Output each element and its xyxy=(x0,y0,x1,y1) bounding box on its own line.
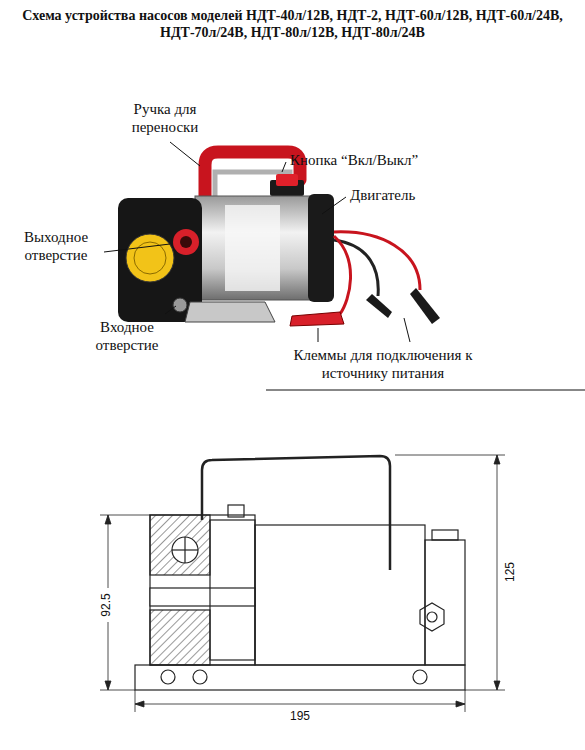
rear-cap xyxy=(308,194,334,302)
inlet-port xyxy=(173,298,187,312)
red-cable-2 xyxy=(334,236,351,314)
red-clamp xyxy=(290,312,344,326)
head-section-2 xyxy=(150,610,210,665)
handle-outline xyxy=(202,456,390,570)
motor-body xyxy=(195,196,315,300)
part-label: Выходное отверстие xyxy=(10,228,102,264)
motor-outline xyxy=(255,525,425,665)
terminal-nut xyxy=(420,603,444,631)
part-label: Ручка для переноски xyxy=(110,100,220,136)
head-plate xyxy=(126,234,174,282)
part-label: Входное отверстие xyxy=(72,318,182,354)
dimension-lines xyxy=(100,455,505,712)
part-label: Клеммы для подключения к источнику питан… xyxy=(268,346,498,382)
motor-sticker xyxy=(225,205,280,291)
mount-bracket xyxy=(185,302,275,322)
black-cable xyxy=(334,240,378,296)
port-circle xyxy=(172,537,198,563)
dimension-value: 195 xyxy=(288,709,312,723)
base-plate xyxy=(135,665,465,690)
head-section xyxy=(150,515,210,575)
pump-photo xyxy=(118,152,440,326)
head-outline xyxy=(150,515,255,665)
dimension-value: 92.5 xyxy=(99,591,113,618)
technical-drawing xyxy=(135,456,465,690)
bearing-housing xyxy=(210,520,255,660)
part-label: Двигатель xyxy=(350,186,415,204)
black-clamp-2 xyxy=(410,288,440,324)
part-label: Кнопка “Вкл/Выкл” xyxy=(290,151,418,169)
outlet-port xyxy=(173,229,199,255)
screw-head xyxy=(228,505,244,517)
outlet-bore xyxy=(180,236,192,248)
leader-lines xyxy=(104,142,585,390)
diagram-title: Схема устройства насосов моделей НДТ-40л… xyxy=(22,8,563,42)
rear-cap-outline xyxy=(425,540,465,665)
dimension-value: 125 xyxy=(503,560,517,584)
on-off-button xyxy=(276,174,298,186)
switch-outline xyxy=(432,530,458,540)
black-clamp xyxy=(366,294,392,318)
shaft xyxy=(150,588,255,606)
